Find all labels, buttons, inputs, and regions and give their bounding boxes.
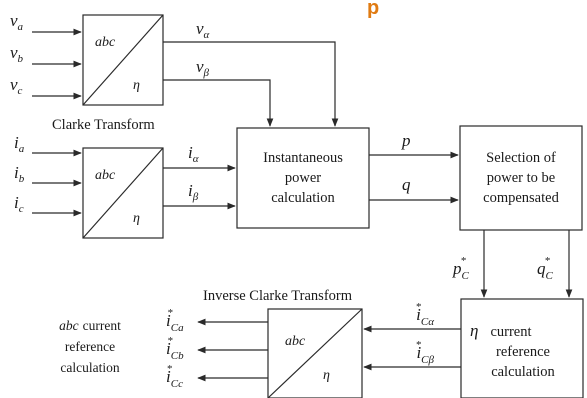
- ib-label: ib: [14, 163, 25, 185]
- ica-star-label: iCa*: [166, 307, 184, 334]
- svg-text:η: η: [323, 368, 330, 383]
- icb-star-label: iCb*: [166, 335, 184, 362]
- svg-text:Instantaneous: Instantaneous: [263, 150, 343, 166]
- vbeta-label: vβ: [196, 57, 210, 79]
- title-fragment: p: [367, 0, 379, 19]
- power-selection-block: Selection of power to be compensated: [459, 125, 583, 231]
- ic-alpha-beta-wires: iCα* iCβ*: [363, 301, 461, 371]
- svg-text:calculation: calculation: [491, 364, 555, 380]
- ialpha-label: iα: [188, 143, 199, 165]
- clarke-transform-label: Clarke Transform: [52, 117, 155, 133]
- clarke-current-block: abc η: [82, 147, 164, 239]
- valpha-label: vα: [196, 19, 210, 41]
- svg-text:abc: abc: [95, 168, 116, 183]
- svg-text:η: η: [133, 78, 140, 93]
- ic-label: ic: [14, 193, 24, 215]
- p-label: p: [401, 131, 411, 150]
- alpha-beta-voltage-wires: vα vβ: [163, 19, 339, 127]
- qc-star-label: qC*: [537, 255, 554, 282]
- icalpha-star-label: iCα*: [416, 301, 434, 328]
- p-q-wires: p q: [369, 131, 459, 204]
- pc-star-label: pC*: [452, 255, 470, 282]
- svg-text:η: η: [133, 211, 140, 226]
- pc-qc-wires: pC* qC*: [452, 230, 573, 298]
- ia-label: ia: [14, 133, 25, 155]
- inverse-clarke-block: abc η: [267, 308, 363, 398]
- svg-text:reference: reference: [496, 344, 550, 360]
- svg-text:power: power: [285, 170, 321, 186]
- clarke-voltage-block: abc η: [82, 14, 164, 106]
- va-label: va: [10, 11, 24, 33]
- icbeta-star-label: iCβ*: [416, 339, 435, 366]
- inverse-clarke-label: Inverse Clarke Transform: [203, 288, 353, 304]
- current-inputs: ia ib ic: [14, 133, 82, 217]
- svg-text:Selection of: Selection of: [486, 150, 556, 166]
- power-calculation-block: Instantaneous power calculation: [236, 127, 370, 229]
- q-label: q: [402, 175, 411, 194]
- svg-text:compensated: compensated: [483, 190, 559, 206]
- svg-text:calculation: calculation: [271, 190, 335, 206]
- svg-text:calculation: calculation: [60, 360, 119, 375]
- svg-text:power to be: power to be: [487, 170, 555, 186]
- icc-star-label: iCc*: [166, 363, 183, 390]
- svg-text:abc: abc: [95, 35, 116, 50]
- svg-text:abc: abc: [285, 334, 306, 349]
- reference-current-outputs: iCa* iCb* iCc*: [166, 307, 268, 390]
- vb-label: vb: [10, 43, 24, 65]
- alpha-beta-current-wires: iα iβ: [163, 143, 236, 210]
- svg-text:reference: reference: [65, 339, 115, 354]
- vc-label: vc: [10, 75, 23, 97]
- voltage-inputs: va vb vc: [10, 11, 82, 100]
- ibeta-label: iβ: [188, 181, 199, 203]
